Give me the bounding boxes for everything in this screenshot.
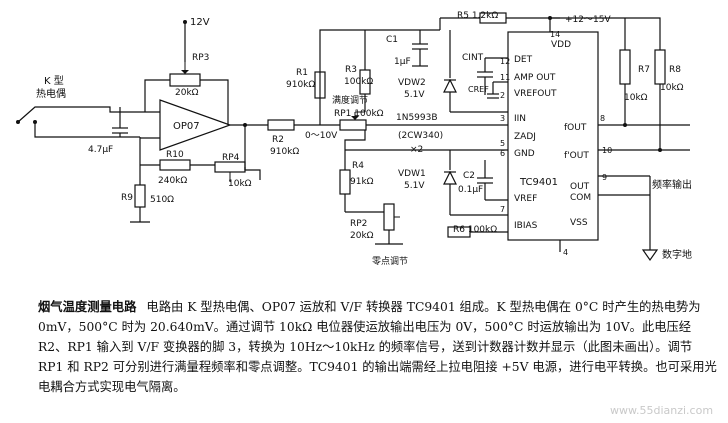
ic-tc9401: VDD DET AMP OUT VREFOUT IIN ZADJ GND TC9… (500, 30, 612, 257)
full-scale-adj: 满度调节 (332, 94, 368, 106)
r7-value: 10kΩ (624, 93, 648, 103)
pin-number-9: 9 (602, 173, 607, 182)
rp4-label: RP4 (222, 153, 240, 163)
r2-value: 910kΩ (270, 147, 299, 157)
pin-gnd: GND (514, 149, 535, 159)
digital-gnd-label: 数字地 (662, 248, 692, 261)
r6-label: R6 100kΩ (453, 225, 497, 235)
pin-number-12: 12 (500, 57, 510, 66)
r2-label: R2 (272, 135, 284, 145)
pin-ampout: AMP OUT (514, 73, 556, 83)
pin-outcom-2: COM (570, 193, 591, 203)
rp3-value: 20kΩ (175, 88, 199, 98)
pin-zadj: ZADJ (514, 132, 536, 142)
cap-4u7-label: 4.7μF (88, 145, 113, 155)
rp1-label: RP1 100kΩ (334, 109, 384, 119)
pin-iin: IIN (514, 114, 526, 124)
pin-vdd: VDD (551, 40, 571, 50)
r9-value: 510Ω (150, 195, 174, 205)
c2-label: C2 (463, 171, 475, 181)
range-label: 0～10V (305, 131, 338, 141)
pin-vss: VSS (570, 218, 588, 228)
r1-label: R1 (296, 68, 308, 78)
pin-number-4: 4 (563, 248, 568, 257)
pin-fout: fOUT (564, 123, 587, 133)
pin-number-11: 11 (500, 73, 510, 82)
r3-label: R3 (345, 65, 357, 75)
thermocouple-label-2: 热电偶 (36, 87, 66, 100)
freq-out-label: 频率输出 (652, 178, 692, 191)
rp2-value: 20kΩ (350, 231, 374, 241)
pin-number-14: 14 (550, 30, 560, 39)
pin-number-8: 8 (600, 114, 605, 123)
c2-value: 0.1μF (458, 185, 483, 195)
caption-body: 电路由 K 型热电偶、OP07 运放和 V/F 转换器 TC9401 组成。K … (38, 300, 717, 394)
pin-number-5: 5 (500, 139, 505, 148)
output-network: R7 10kΩ R8 10kΩ 频率输出 数字地 (559, 49, 692, 262)
vdw1-label: VDW1 (398, 169, 426, 179)
pin-number-2: 2 (500, 91, 505, 100)
thermocouple: K 型 热电偶 4.7μF R9 510Ω (16, 74, 174, 223)
pin-ibias: IBIAS (514, 221, 538, 231)
r10-value: 240kΩ (158, 176, 187, 186)
pin-det: DET (514, 55, 533, 65)
r8-value: 10kΩ (660, 83, 684, 93)
supply-12v: 12V (190, 17, 210, 28)
watermark: www.55dianzi.com (610, 404, 714, 417)
pin-vrefout: VREFOUT (514, 89, 557, 99)
pin-vref: VREF (514, 194, 537, 204)
caption-title: 烟气温度测量电路 (38, 300, 137, 314)
vdw2-v: 5.1V (404, 90, 425, 100)
top-rail: R5 1.2kΩ +12～15V C1 1μF VDW2 5.1V 1N5993… (386, 11, 661, 155)
r4-value: 91kΩ (350, 177, 374, 187)
opamp-op07: OP07 12V RP3 20kΩ R10 240kΩ RP4 10kΩ (140, 17, 268, 189)
rp4-value: 10kΩ (228, 179, 252, 189)
r5-label: R5 1.2kΩ (457, 11, 498, 21)
zero-adj: 零点调节 (372, 256, 408, 267)
r7-label: R7 (638, 65, 650, 75)
r3-value: 100kΩ (344, 77, 373, 87)
zener-pair: (2CW340) (398, 131, 443, 141)
r8-label: R8 (669, 65, 681, 75)
pin-outcom-1: OUT (570, 182, 590, 192)
pin-number-3: 3 (500, 114, 505, 123)
vdw1-v: 5.1V (404, 181, 425, 191)
rp3-label: RP3 (192, 53, 209, 63)
rp2-label: RP2 (350, 219, 367, 229)
r1-value: 910kΩ (286, 80, 315, 90)
pin-number-7: 7 (500, 205, 505, 214)
pin-number-6: 6 (500, 149, 505, 158)
cint-label: CINT (462, 53, 484, 63)
opamp-label: OP07 (173, 121, 200, 132)
caption: 烟气温度测量电路电路由 K 型热电偶、OP07 运放和 V/F 转换器 TC94… (38, 297, 718, 397)
c1-label: C1 (386, 35, 398, 45)
r4-label: R4 (352, 161, 364, 171)
lower-network: R4 91kΩ RP2 20kΩ 零点调节 VDW1 5.1V C2 0.1μF… (339, 130, 508, 267)
r9-label: R9 (121, 193, 133, 203)
supply-range: +12～15V (565, 15, 611, 25)
ic-label: TC9401 (519, 177, 558, 188)
cref-label: CREF (468, 85, 489, 94)
thermocouple-label-1: K 型 (44, 74, 64, 87)
circuit-schematic: K 型 热电偶 4.7μF R9 510Ω OP07 12V (16, 11, 692, 267)
diode-label: 1N5993B (396, 113, 438, 123)
r10-label: R10 (166, 150, 184, 160)
c1-value: 1μF (394, 57, 411, 67)
pin-fout2: f'OUT (564, 151, 589, 161)
vdw2-label: VDW2 (398, 78, 426, 88)
input-network: R2 910kΩ 0～10V R1 910kΩ R3 100kΩ 满度调节 RP… (267, 29, 508, 157)
